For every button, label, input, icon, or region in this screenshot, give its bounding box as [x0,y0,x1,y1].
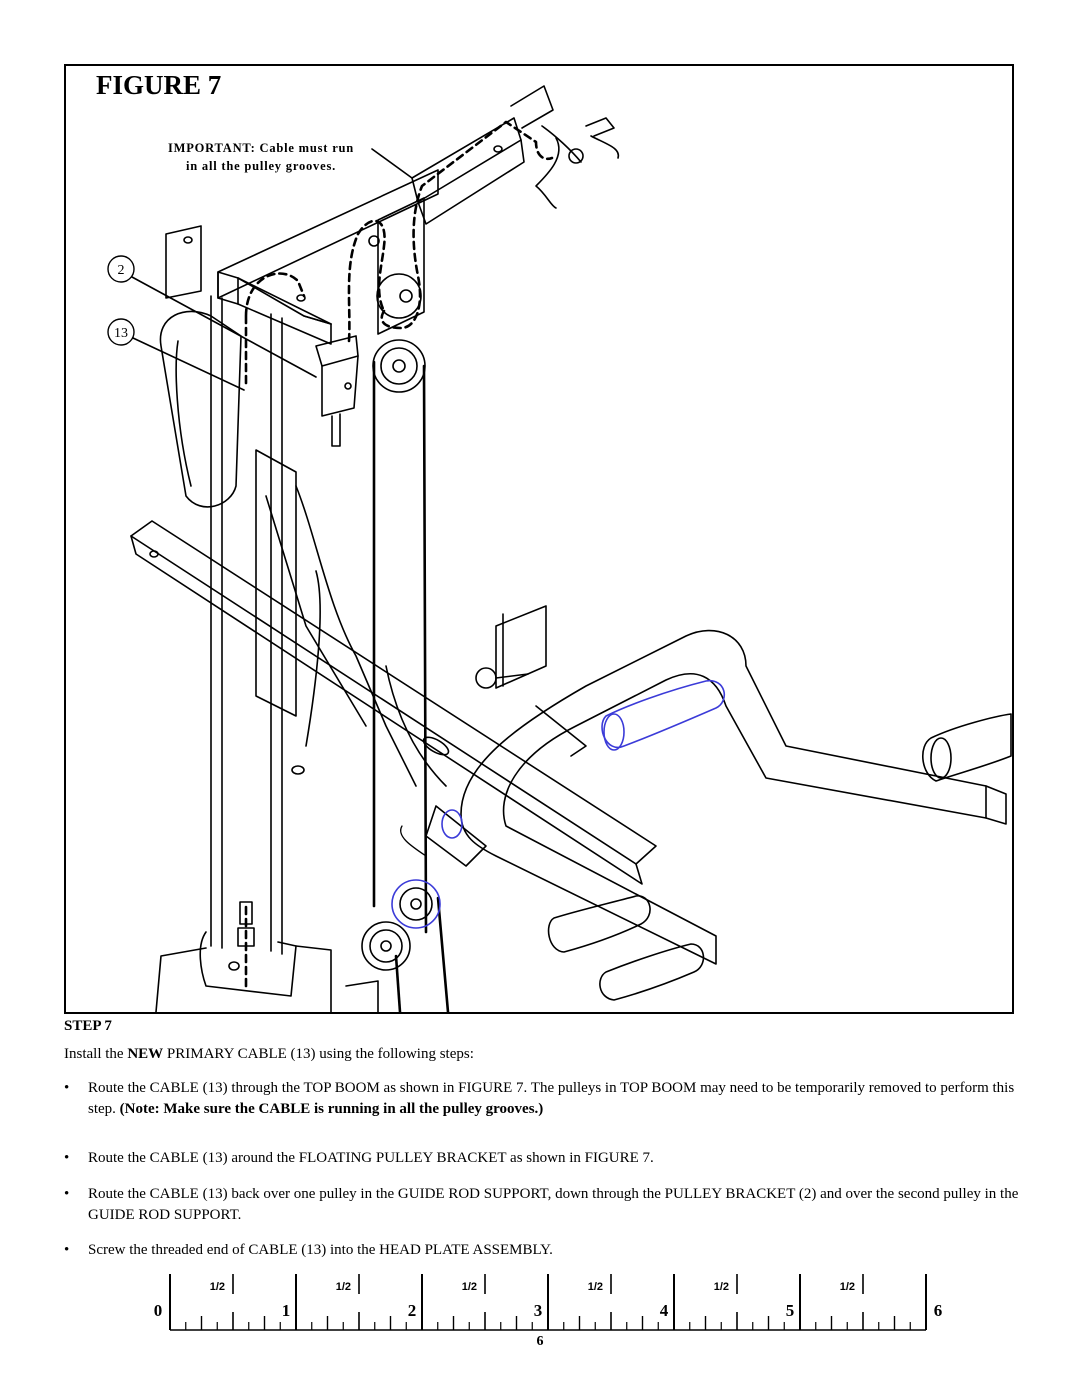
cable-solid-right [422,364,428,934]
ruler-number: 4 [660,1301,669,1320]
ruler-half-label: 1/2 [210,1281,225,1293]
ruler-number: 2 [408,1301,417,1320]
top-handle [510,85,554,129]
handle-knob [568,148,584,164]
lower-pulleys [361,805,487,971]
cable-dashed-top [347,219,386,343]
top-boom [217,169,439,299]
rear-post-cap [165,225,202,299]
ruler-ticks [169,1274,927,1331]
ruler-half-label: 1/2 [462,1281,477,1293]
ruler-half-label: 1/2 [714,1281,729,1293]
intro-text-pre: Install the [64,1046,128,1062]
instruction-item: Route the CABLE (13) around the FLOATING… [64,1148,1019,1169]
intro-text-bold: NEW [127,1046,164,1062]
ruler-number: 0 [154,1301,163,1320]
step-intro: Install the NEW PRIMARY CABLE (13) using… [64,1046,474,1063]
guide-rod-support [377,197,425,335]
important-note: IMPORTANT: Cable must run in all the pul… [146,139,376,175]
ruler-number: 1 [282,1301,291,1320]
callout-13-label: 13 [114,326,128,341]
foam-pad-upper [601,680,726,749]
intro-text-post: PRIMARY CABLE (13) using the following s… [163,1046,474,1062]
inch-ruler: 0 1 2 3 4 5 6 1/2 1/2 1/2 1/2 1/2 1/2 [154,1274,943,1331]
ruler-number: 5 [786,1301,795,1320]
ruler-half-label: 1/2 [588,1281,603,1293]
angled-boom [411,117,522,203]
foam-pad-right [922,713,1012,782]
leg-lever-tube [460,629,987,965]
callout-2-label: 2 [118,263,125,278]
callout-13: 13 [107,318,245,391]
ruler-half-label: 1/2 [840,1281,855,1293]
step-title: STEP 7 [64,1018,112,1034]
figure-title: FIGURE 7 [96,70,222,100]
cable-dashed-left [244,272,306,988]
important-note-line2: in all the pulley grooves. [185,159,337,173]
threaded-cable-end [239,901,253,925]
head-plate [199,931,297,997]
important-note-line1: IMPORTANT: Cable must run [167,141,355,155]
rear-upright [159,310,242,508]
instruction-note: (Note: Make sure the CABLE is running in… [119,1101,544,1117]
seat-frame-tube [130,520,657,865]
arm-bracket [495,605,547,689]
ruler-labels: 0 1 2 3 4 5 6 1/2 1/2 1/2 1/2 1/2 1/2 [154,1281,943,1320]
foam-pad-lower-left [547,895,651,953]
instruction-list: Route the CABLE (13) through the TOP BOO… [64,1078,1019,1261]
figure-7-box: FIGURE 7 IMPORTANT: Cable must run in al… [64,64,1014,1014]
pop-pin-knob [475,667,497,689]
ruler-number: 6 [934,1301,943,1320]
page-number: 6 [536,1334,544,1349]
ruler-half-label: 1/2 [336,1281,351,1293]
instruction-item: Screw the threaded end of CABLE (13) int… [64,1240,1019,1261]
instruction-item: Route the CABLE (13) back over one pulle… [64,1184,1019,1226]
ruler-number: 3 [534,1301,543,1320]
instruction-text: Route the CABLE (13) through the TOP BOO… [88,1080,1015,1117]
note-leader-line [371,148,413,179]
instruction-item: Route the CABLE (13) through the TOP BOO… [64,1078,1019,1120]
foam-pad-lower-right [599,943,705,1001]
callout-2: 2 [107,255,317,378]
machine-illustration: 2 13 [107,85,1012,1012]
